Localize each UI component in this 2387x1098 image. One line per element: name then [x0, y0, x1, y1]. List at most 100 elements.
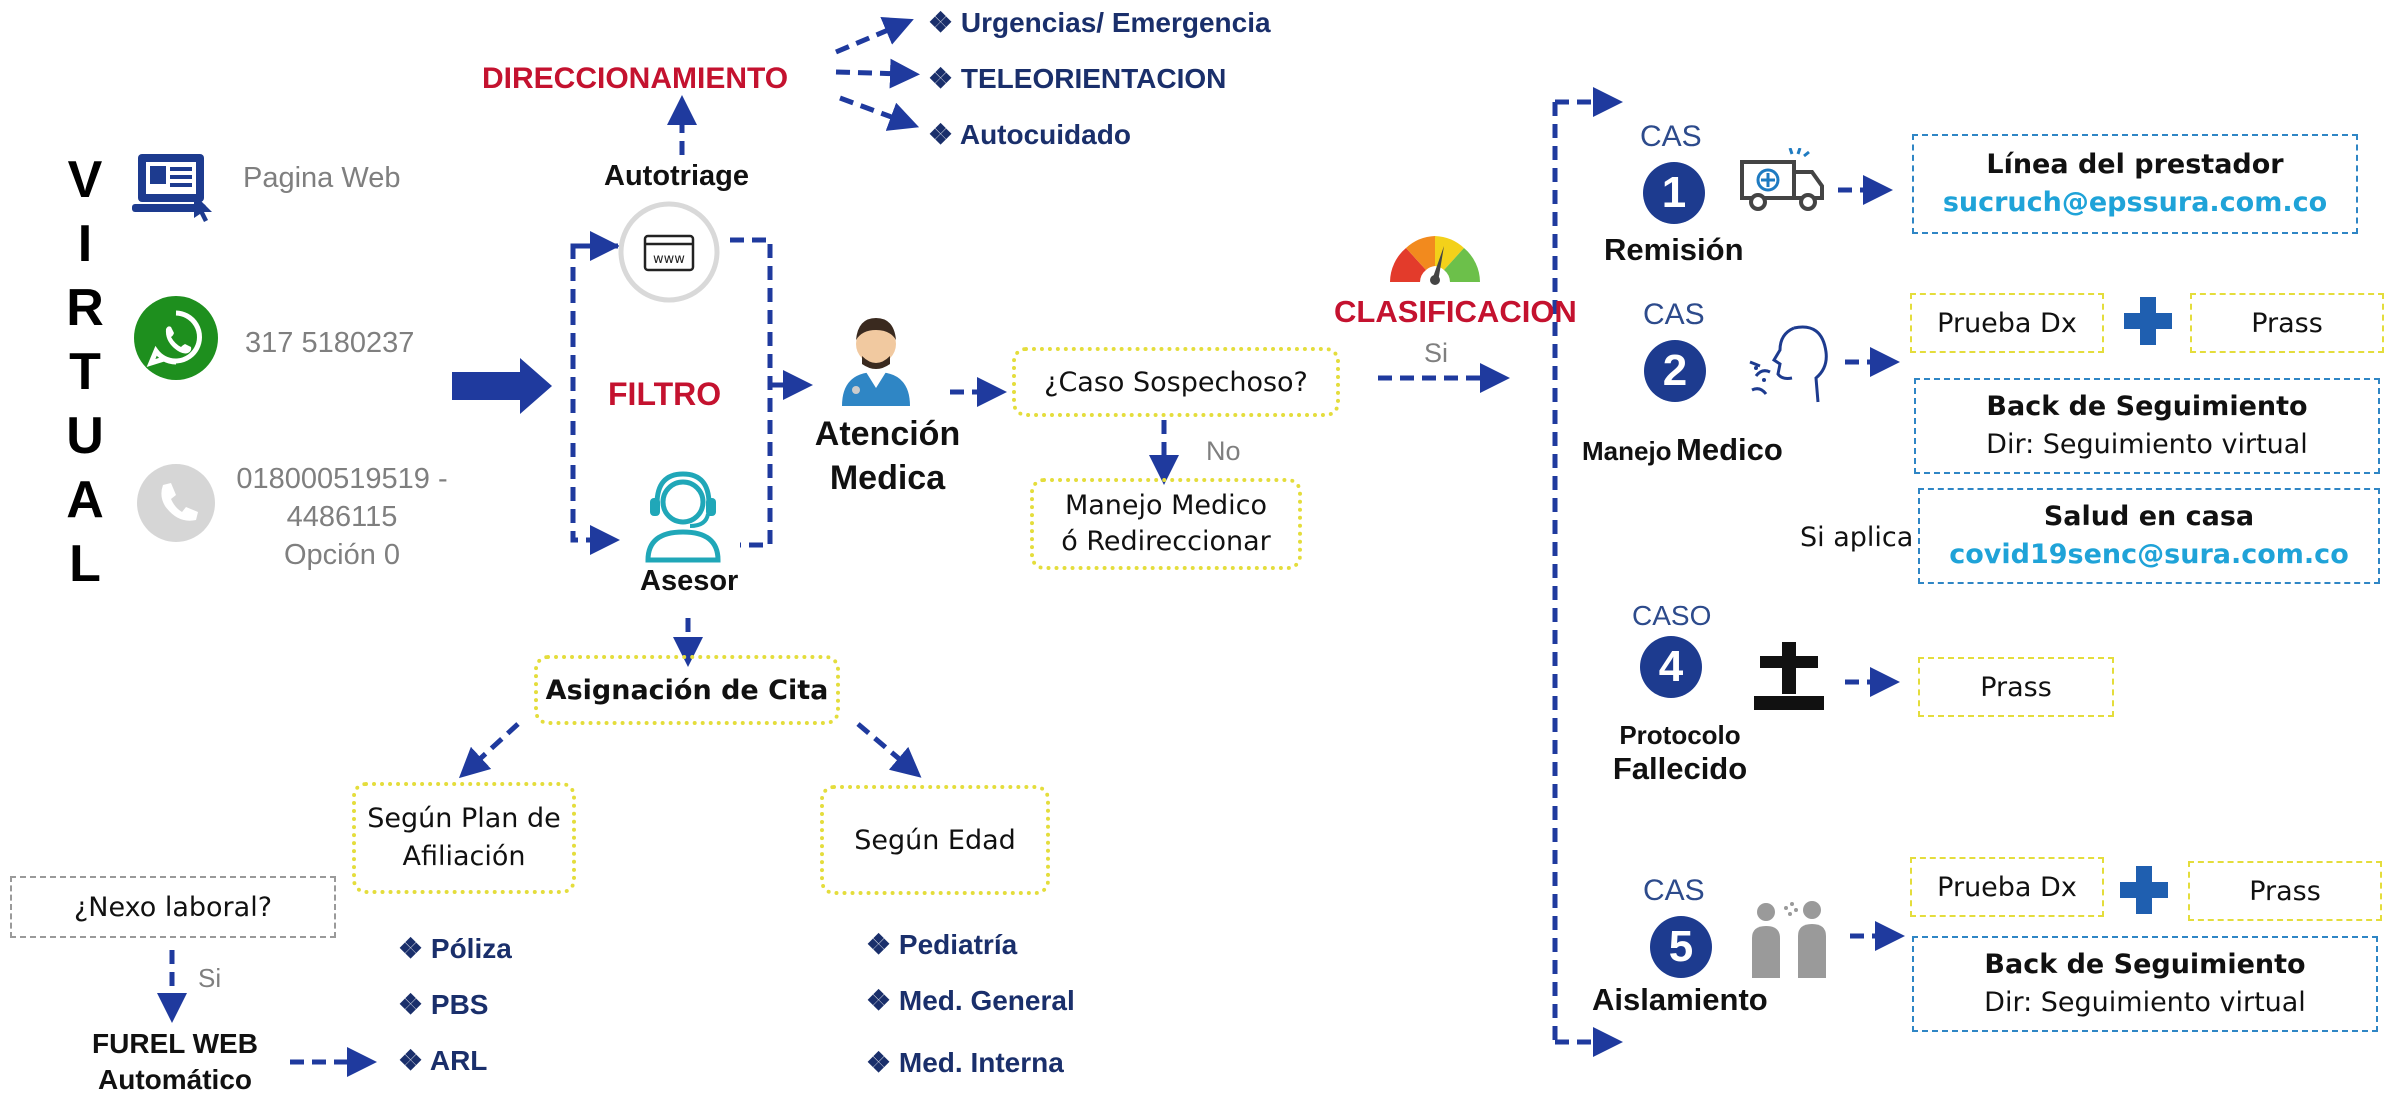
manejo-redireccionar-box: Manejo Medico ó Redireccionar — [1030, 478, 1302, 570]
edad-item: ❖ Med. General — [866, 984, 1075, 1017]
diamond-bullet-icon: ❖ — [866, 1047, 899, 1078]
plan-line1: Según Plan de — [367, 803, 561, 834]
direccionamiento-item-text: TELEORIENTACION — [960, 63, 1227, 94]
direccionamiento-item-text: Autocuidado — [959, 119, 1131, 150]
si-aplica-label: Si aplica — [1800, 522, 1914, 553]
plan-item: ❖ Póliza — [398, 932, 512, 965]
direccionamiento-item: ❖ Autocuidado — [928, 118, 1131, 151]
case2-caption: Manejo Medico — [1582, 432, 1783, 468]
diamond-bullet-icon: ❖ — [928, 7, 961, 38]
plan-item: ❖ ARL — [398, 1044, 487, 1077]
back-sub: Dir: Seguimiento virtual — [1986, 429, 2308, 460]
back-title: Back de Seguimiento — [1986, 391, 2308, 422]
case4-caption-line2: Fallecido — [1612, 751, 1748, 786]
coughing-person-icon — [1746, 318, 1836, 413]
linea-prestador-email: sucruch@epssura.com.co — [1942, 187, 2328, 218]
isolation-people-icon — [1746, 894, 1836, 983]
plus-icon — [2122, 295, 2174, 352]
virtual-letter: T — [69, 343, 101, 401]
plan-item-text: PBS — [430, 989, 489, 1020]
case2-caption-big: Medico — [1676, 432, 1783, 467]
clasificacion-title: CLASIFICACION — [1334, 294, 1577, 329]
prueba-dx-text: Prueba Dx — [1937, 307, 2077, 339]
phone-label: 018000519519 - 4486115 Opción 0 — [222, 460, 462, 574]
case5-back-seguimiento-box: Back de Seguimiento Dir: Seguimiento vir… — [1912, 936, 2378, 1032]
edad-item-text: Med. General — [898, 985, 1075, 1016]
salud-title: Salud en casa — [2043, 501, 2255, 532]
edad-item-text: Med. Interna — [898, 1047, 1064, 1078]
atencion-label: Atención Medica — [800, 412, 975, 500]
grave-cross-icon — [1754, 642, 1824, 715]
case1-number: 1 — [1643, 162, 1705, 224]
headset-agent-icon — [640, 468, 726, 569]
caso-sospechoso-box: ¿Caso Sospechoso? — [1012, 347, 1340, 417]
atencion-line2: Medica — [829, 459, 946, 497]
nexo-text: ¿Nexo laboral? — [73, 891, 273, 923]
case5-prass-text: Prass — [2249, 875, 2321, 907]
case5-back-sub: Dir: Seguimiento virtual — [1984, 987, 2306, 1018]
furel-line2: Automático — [98, 1064, 252, 1095]
prass-box: Prass — [2190, 293, 2384, 353]
diamond-bullet-icon: ❖ — [866, 985, 899, 1016]
doctor-icon — [836, 310, 916, 411]
direccionamiento-item-text: Urgencias/ Emergencia — [960, 7, 1271, 38]
furel-line1: FUREL WEB — [92, 1028, 258, 1059]
diamond-bullet-icon: ❖ — [928, 119, 960, 150]
web-monitor-icon — [132, 150, 216, 227]
svg-text:www: www — [653, 252, 685, 267]
virtual-letters: V I R T U A L — [60, 150, 110, 598]
direccionamiento-item: ❖ TELEORIENTACION — [928, 62, 1226, 95]
virtual-letter: U — [66, 407, 104, 465]
virtual-letter: R — [66, 279, 104, 337]
diamond-bullet-icon: ❖ — [928, 63, 961, 94]
case2-caption-small: Manejo — [1582, 436, 1672, 466]
virtual-letter: V — [67, 151, 103, 209]
case4-caption: Protocolo Fallecido — [1580, 720, 1780, 787]
autotriage-label: Autotriage — [604, 160, 749, 192]
asesor-label: Asesor — [640, 565, 739, 597]
plus-icon — [2118, 864, 2170, 921]
filtro-label: FILTRO — [608, 376, 722, 412]
plan-item: ❖ PBS — [398, 988, 488, 1021]
clasificacion-si: Si — [1424, 338, 1449, 368]
edad-item-text: Pediatría — [898, 929, 1018, 960]
virtual-letter: A — [66, 471, 104, 529]
diamond-bullet-icon: ❖ — [398, 989, 431, 1020]
phone-line1: 018000519519 - — [236, 463, 448, 495]
prueba-dx-box: Prueba Dx — [1910, 293, 2104, 353]
edad-item: ❖ Med. Interna — [866, 1046, 1064, 1079]
prass-text: Prass — [2251, 307, 2323, 339]
diamond-bullet-icon: ❖ — [866, 929, 899, 960]
nexo-laboral-box: ¿Nexo laboral? — [10, 876, 336, 938]
case4-prass-box: Prass — [1918, 657, 2114, 717]
diamond-bullet-icon: ❖ — [398, 1045, 430, 1076]
case4-number: 4 — [1640, 636, 1702, 698]
caso-sospechoso-text: ¿Caso Sospechoso? — [1044, 366, 1308, 398]
phone-line3: Opción 0 — [283, 539, 401, 571]
case5-cas-label: CAS — [1643, 874, 1705, 907]
case1-cas-label: CAS — [1640, 120, 1702, 153]
diamond-bullet-icon: ❖ — [398, 933, 431, 964]
web-label: Pagina Web — [243, 162, 401, 194]
direccionamiento-title: DIRECCIONAMIENTO — [482, 62, 789, 95]
case4-cas-label: CASO — [1632, 600, 1712, 631]
phone-line2: 4486115 — [286, 501, 398, 533]
case5-prass-box: Prass — [2188, 861, 2382, 921]
furel-label: FUREL WEB Automático — [60, 1026, 290, 1098]
linea-prestador-box: Línea del prestador sucruch@epssura.com.… — [1912, 134, 2358, 234]
www-icon: www — [617, 200, 721, 309]
manejo-line1: Manejo Medico — [1064, 490, 1268, 521]
case5-number: 5 — [1650, 916, 1712, 978]
salud-en-casa-box: Salud en casa covid19senc@sura.com.co — [1918, 488, 2380, 584]
case4-prass-text: Prass — [1980, 671, 2052, 703]
case5-caption: Aislamiento — [1592, 982, 1768, 1017]
asignacion-box: Asignación de Cita — [534, 655, 840, 725]
case4-caption-line1: Protocolo — [1619, 720, 1741, 750]
case1-caption: Remisión — [1604, 232, 1744, 267]
case2-cas-label: CAS — [1643, 298, 1705, 331]
plan-item-text: ARL — [429, 1045, 488, 1076]
back-seguimiento-box: Back de Seguimiento Dir: Seguimiento vir… — [1914, 378, 2380, 474]
no-label: No — [1206, 436, 1241, 466]
virtual-letter: L — [69, 535, 101, 593]
whatsapp-label: 317 5180237 — [245, 327, 415, 359]
